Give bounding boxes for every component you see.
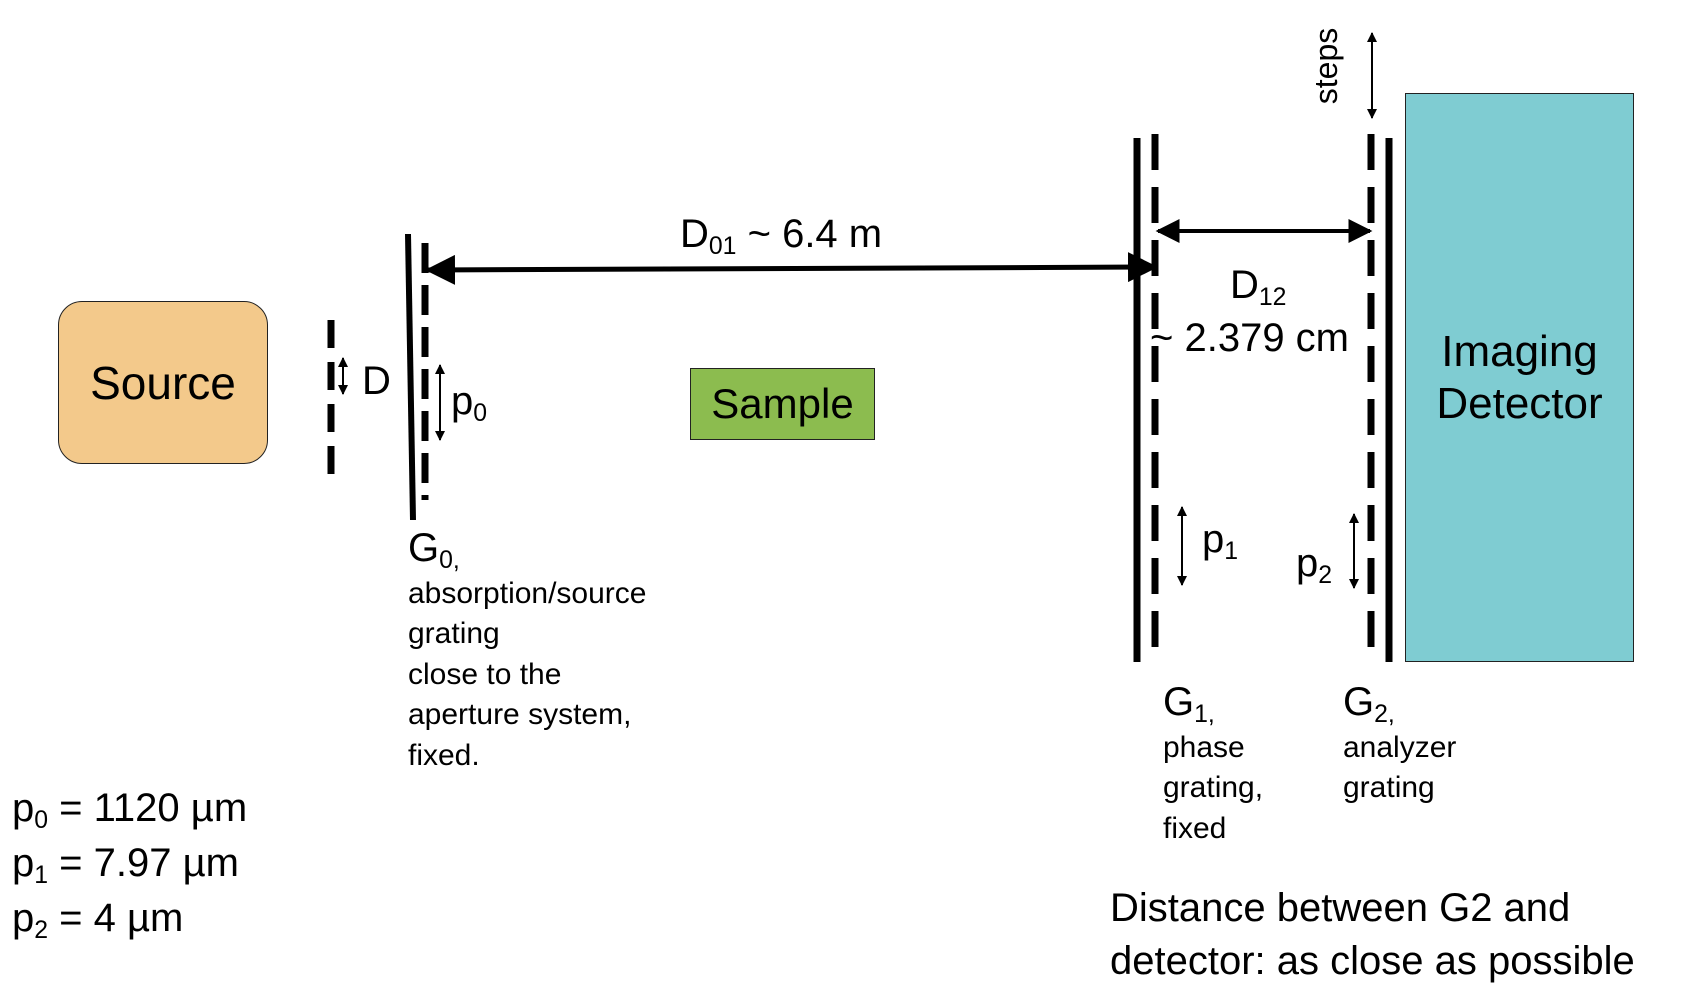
g0-title: G0, — [408, 526, 460, 574]
g1-title: G1, — [1163, 680, 1215, 728]
g0-caption: G0, absorption/source grating close to t… — [408, 528, 646, 776]
g2-description: analyzer grating — [1343, 730, 1457, 805]
imaging-detector-box: Imaging Detector — [1405, 93, 1634, 662]
p0-pitch-label: p0 — [451, 379, 488, 427]
p1-pitch-label: p1 — [1202, 517, 1239, 565]
sample-label: Sample — [711, 380, 854, 427]
aperture-label: D — [362, 359, 391, 403]
d01-label: D01 ~ 6.4 m — [680, 212, 883, 260]
distance-note: Distance between G2 and detector: as clo… — [1110, 886, 1635, 983]
steps-label: steps — [1308, 27, 1345, 105]
p2-pitch-label: p2 — [1296, 541, 1333, 589]
d01-arrow — [425, 252, 1158, 285]
g0-description: absorption/source grating close to the a… — [408, 576, 647, 772]
g1-caption: G1, phase grating, fixed — [1163, 682, 1263, 849]
sample-box: Sample — [690, 368, 875, 440]
detector-label-line-2: Detector — [1436, 378, 1603, 428]
g1-description: phase grating, fixed — [1163, 730, 1264, 845]
pitch-p0: p0 = 1120 µm — [12, 786, 248, 834]
source-label: Source — [90, 356, 236, 409]
d12-value: ~ 2.379 cm — [1150, 316, 1350, 360]
d12-label: D12 — [1230, 263, 1287, 311]
g2-caption: G2, analyzer grating — [1343, 682, 1456, 809]
g2-title: G2, — [1343, 680, 1395, 728]
detector-label-line-1: Imaging — [1441, 326, 1598, 376]
pitch-p2: p2 = 4 µm — [12, 896, 184, 945]
pitch-p1: p1 = 7.97 µm — [12, 841, 239, 890]
source-box: Source — [58, 301, 268, 464]
pitch-values: p0 = 1120 µm p1 = 7.97 µm p2 = 4 µm — [12, 782, 247, 948]
g0-solid-line — [405, 233, 416, 521]
